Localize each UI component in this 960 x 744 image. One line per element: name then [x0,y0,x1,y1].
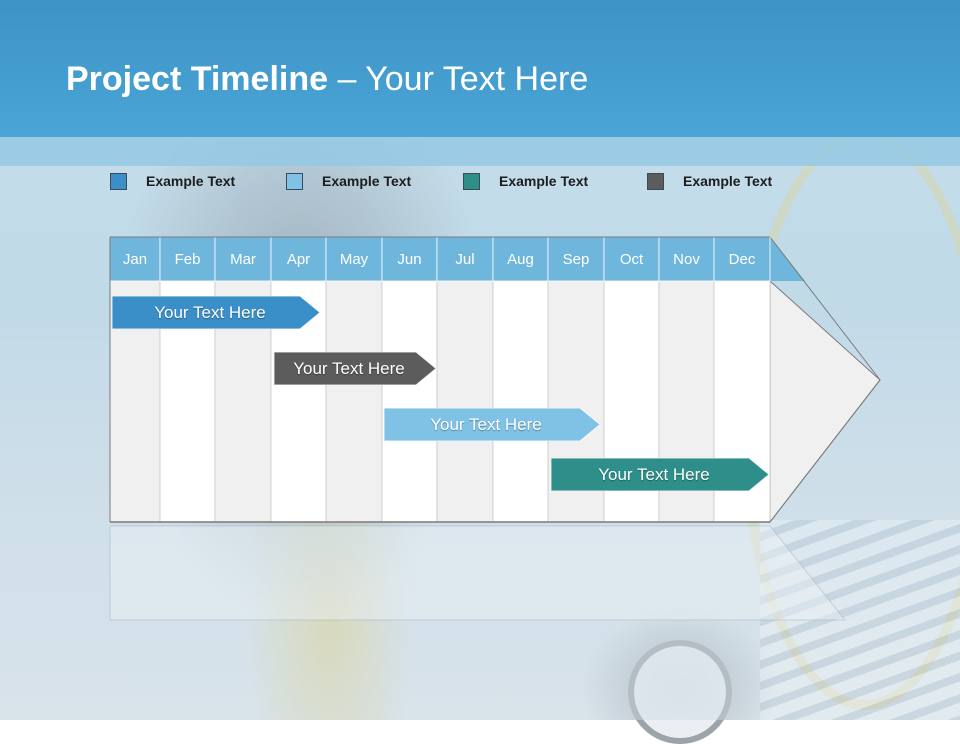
task-bar-4: Your Text Here [551,458,769,491]
month-label-jul: Jul [455,250,475,268]
month-label-jun: Jun [397,250,422,268]
task-label: Your Text Here [293,358,405,378]
task-arrow-fill [384,408,600,441]
title-bold: Project Timeline [66,60,329,98]
title-band [0,0,960,137]
month-label-dec: Dec [728,250,756,268]
task-bar-2: Your Text Here [274,352,436,385]
legend-label-3: Example Text [499,173,589,189]
legend-label-2: Example Text [322,173,412,189]
month-label-oct: Oct [619,250,644,268]
task-arrow-fill [551,458,769,491]
chart-reflection [109,525,847,621]
arrow-edge-lower [769,379,881,523]
task-label: Your Text Here [598,464,710,484]
month-header-cell [658,236,715,282]
legend-item-3: Example Text [463,171,588,191]
legend-label-1: Example Text [146,173,236,189]
legend-swatch-2 [286,172,303,190]
task-arrow-shape [551,458,769,491]
month-label-aug: Aug [507,250,534,268]
month-header-cell [159,236,216,282]
month-label-nov: Nov [673,250,700,268]
task-arrow-shape [274,352,436,385]
legend-swatch-3 [463,172,480,190]
legend-swatch-4 [647,172,664,190]
task-bar-3: Your Text Here [384,408,600,441]
slide-title: Project Timeline – Your Text Here [66,60,588,99]
task-arrow-shape [384,408,600,441]
task-bar-1: Your Text Here [112,296,320,329]
task-arrow-fill [112,296,320,329]
task-arrow-shape [112,296,320,329]
timeline-grid [109,236,881,621]
month-header-cell [109,236,161,282]
task-label: Your Text Here [154,302,266,322]
month-label-mar: Mar [230,250,256,268]
month-label-apr: Apr [286,250,311,268]
legend-swatch-1 [110,172,127,190]
month-header-cell [603,236,660,282]
month-column [436,280,494,523]
legend-item-4: Example Text [647,171,772,191]
month-label-jan: Jan [122,250,148,268]
month-label-feb: Feb [174,250,201,268]
month-column [381,280,438,523]
month-header-cell [713,236,771,282]
month-column [492,280,549,523]
task-label: Your Text Here [430,414,542,434]
legend-label-4: Example Text [683,173,773,189]
arrow-edge [769,236,881,381]
legend-item-1: Example Text [110,171,235,191]
month-label-may: May [339,250,369,268]
task-arrow-fill [274,352,436,385]
month-label-sep: Sep [562,250,590,268]
month-header-cell [436,236,494,282]
title-rest: – Your Text Here [328,60,589,98]
month-column [325,280,383,523]
legend-band [0,137,960,166]
legend-item-2: Example Text [286,171,411,191]
